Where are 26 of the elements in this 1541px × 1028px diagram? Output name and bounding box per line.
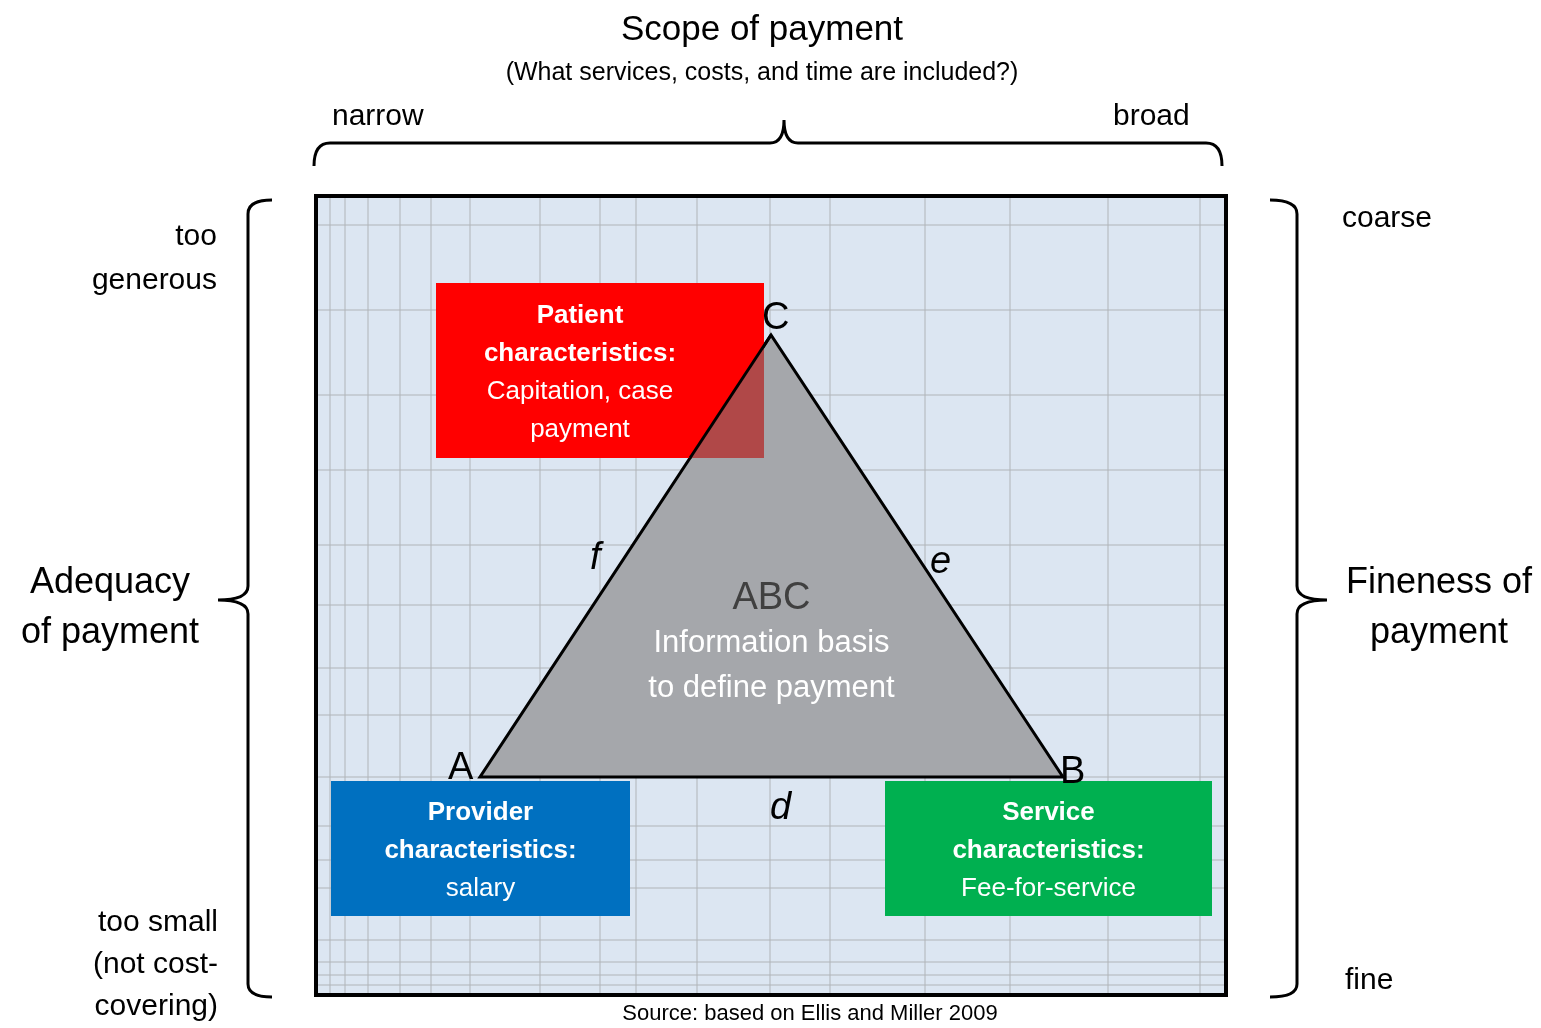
box-text: Capitation, case payment: [485, 373, 675, 445]
axis-end-label: too generous: [90, 217, 217, 297]
box-heading: Patient characteristics:: [482, 297, 678, 369]
vertex-label: C: [762, 294, 790, 339]
box-text: Fee-for-service: [960, 870, 1137, 904]
box-heading: Provider characteristics:: [383, 794, 578, 866]
side-label: e: [930, 538, 952, 583]
axis-end-label: narrow: [332, 97, 424, 133]
caption: Source: based on Ellis and Miller 2009: [621, 999, 999, 1027]
vertex-label: B: [1060, 748, 1086, 793]
characteristics-box: [331, 781, 630, 916]
axis-title: Adequacy of payment: [19, 559, 201, 653]
box-heading: Service characteristics:: [951, 794, 1146, 866]
triangle-text: Information basis to define payment: [647, 623, 896, 706]
subtitle: (What services, costs, and time are included?): [504, 56, 1020, 87]
axis-end-label: coarse: [1342, 199, 1433, 235]
triangle-label: ABC: [732, 574, 811, 619]
characteristics-box: [885, 781, 1212, 916]
axis-end-label: fine: [1345, 961, 1394, 997]
box-text: salary: [444, 870, 517, 904]
vertex-label: A: [448, 744, 474, 789]
axis-title: Fineness of payment: [1344, 559, 1534, 653]
axis-end-label: broad: [1113, 97, 1190, 133]
axis-end-label: too small (not cost-covering): [91, 903, 218, 1023]
side-label: d: [770, 784, 792, 829]
title: Scope of payment: [619, 7, 905, 49]
